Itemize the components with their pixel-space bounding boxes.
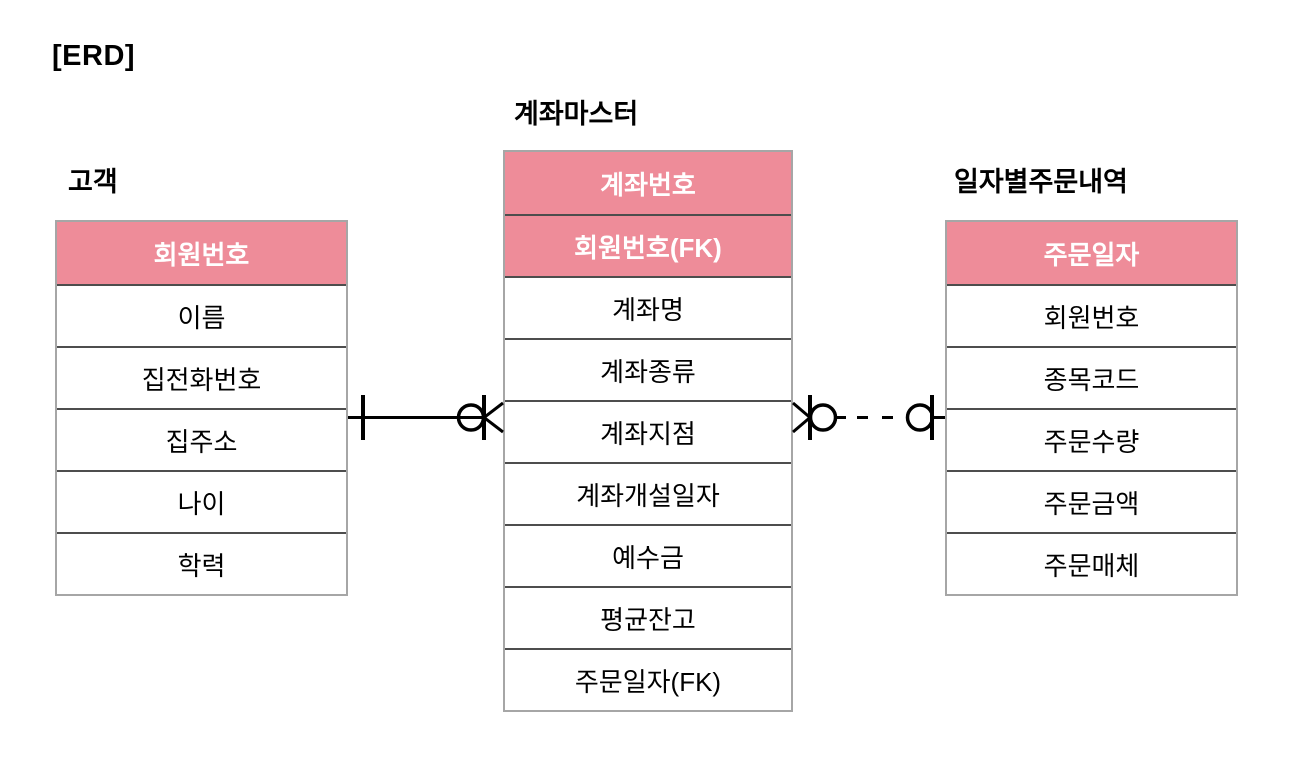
field-cell: 주문매체 — [947, 532, 1236, 594]
cardinality-zero-circle-icon — [808, 403, 838, 432]
field-cell: 계좌개설일자 — [505, 462, 791, 524]
relation-customer-account-connector — [348, 395, 504, 440]
entity-account-master-table: 계좌번호 회원번호(FK) 계좌명 계좌종류 계좌지점 계좌개설일자 예수금 평… — [503, 150, 793, 712]
field-cell: 종목코드 — [947, 346, 1236, 408]
field-cell: 이름 — [57, 284, 346, 346]
entity-customer-table: 회원번호 이름 집전화번호 집주소 나이 학력 — [55, 220, 348, 596]
field-cell-pk: 계좌번호 — [505, 152, 791, 214]
field-cell: 집전화번호 — [57, 346, 346, 408]
field-cell: 회원번호 — [947, 284, 1236, 346]
field-cell: 평균잔고 — [505, 586, 791, 648]
field-cell: 주문수량 — [947, 408, 1236, 470]
field-cell: 계좌명 — [505, 276, 791, 338]
field-cell: 집주소 — [57, 408, 346, 470]
field-cell: 주문금액 — [947, 470, 1236, 532]
relation-account-orders-connector — [792, 395, 945, 440]
field-cell: 계좌종류 — [505, 338, 791, 400]
crow-foot-many-icon — [481, 401, 504, 434]
cardinality-zero-circle-icon — [905, 403, 935, 432]
field-cell-fk: 회원번호(FK) — [505, 214, 791, 276]
field-cell: 예수금 — [505, 524, 791, 586]
field-cell: 계좌지점 — [505, 400, 791, 462]
entity-daily-orders-table: 주문일자 회원번호 종목코드 주문수량 주문금액 주문매체 — [945, 220, 1238, 596]
field-cell-pk: 회원번호 — [57, 222, 346, 284]
field-cell-pk: 주문일자 — [947, 222, 1236, 284]
entity-account-master-title: 계좌마스터 — [514, 99, 639, 129]
field-cell: 주문일자(FK) — [505, 648, 791, 710]
crow-foot-many-icon — [792, 401, 813, 434]
field-cell: 나이 — [57, 470, 346, 532]
field-cell: 학력 — [57, 532, 346, 594]
entity-daily-orders-title: 일자별주문내역 — [954, 167, 1128, 197]
entity-customer-title: 고객 — [68, 167, 118, 197]
page-title: [ERD] — [52, 40, 136, 72]
